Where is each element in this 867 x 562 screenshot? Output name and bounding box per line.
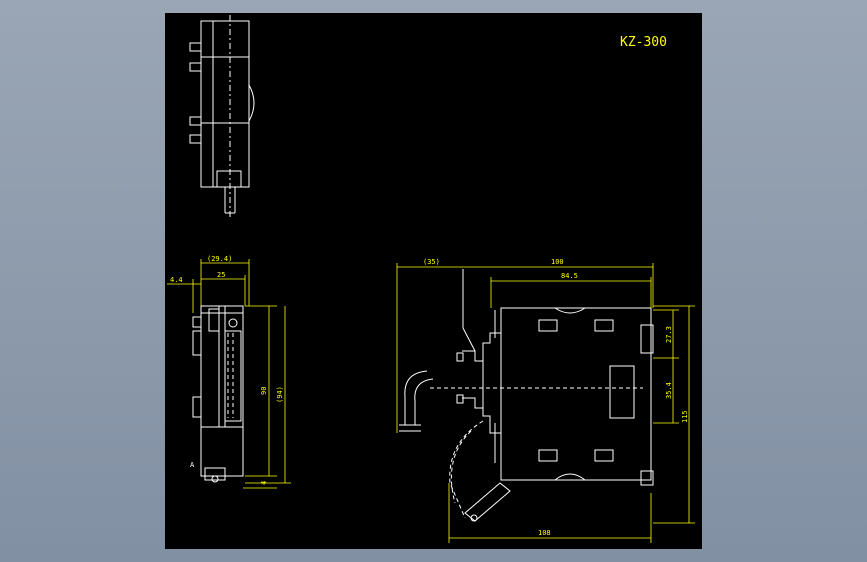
dim-side-height: 90 <box>260 387 268 395</box>
drawing-title: KZ-300 <box>620 35 667 50</box>
front-view <box>399 269 654 522</box>
svg-text:A: A <box>190 461 195 469</box>
side-view-dimensions: (29.4) 25 4.4 90 (94) 4 <box>167 255 291 489</box>
dim-front-bottom-width: 108 <box>538 529 551 537</box>
cad-drawing: KZ-300 A <box>167 15 695 543</box>
dim-front-body-width: 84.5 <box>561 272 578 280</box>
side-view: A <box>190 305 244 483</box>
dim-front-left-offset: (35) <box>423 258 440 266</box>
dim-side-overall-height: (94) <box>276 386 284 403</box>
front-view-dimensions: (35) 100 84.5 27.3 35.4 115 108 <box>396 258 695 543</box>
top-view <box>189 15 255 218</box>
dim-front-total-width: 100 <box>551 258 564 266</box>
dim-side-bottom: 4 <box>260 481 268 485</box>
dim-front-center-height: 35.4 <box>665 382 673 399</box>
dim-front-total-height: 115 <box>681 410 689 423</box>
dim-side-offset: 4.4 <box>170 276 183 284</box>
cad-canvas: KZ-300 A <box>165 13 702 549</box>
dim-front-top-gap: 27.3 <box>665 326 673 343</box>
dim-side-body-width: 25 <box>217 271 225 279</box>
dim-side-overall-width: (29.4) <box>207 255 232 263</box>
